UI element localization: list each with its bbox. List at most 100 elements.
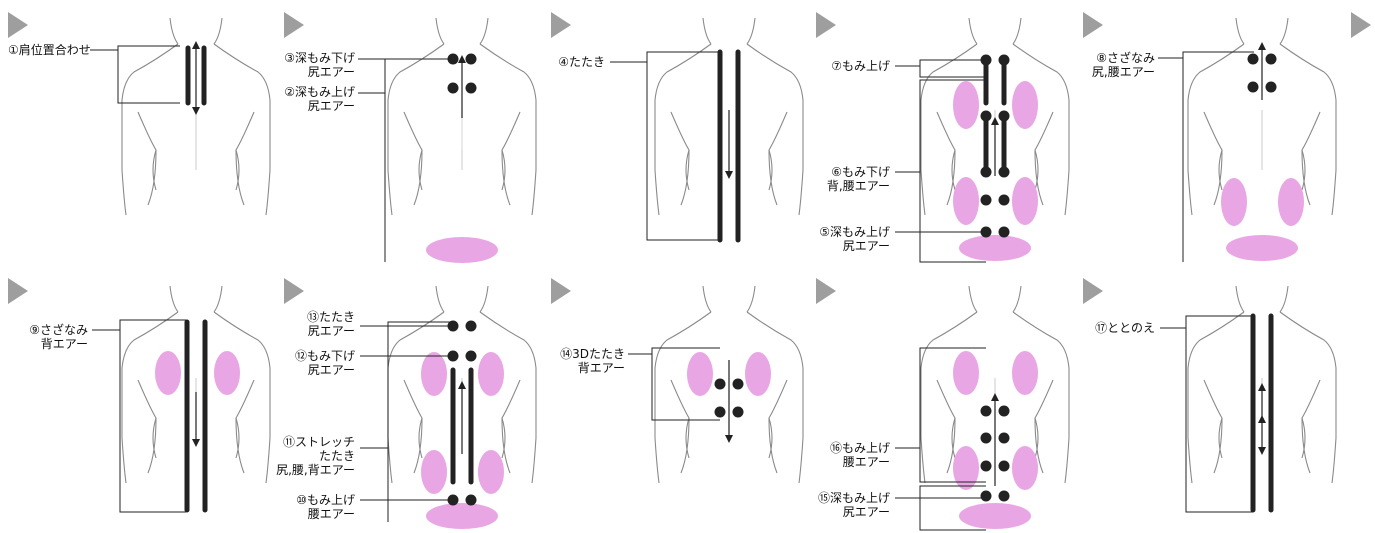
air-bag xyxy=(687,352,713,396)
arm-left-inner xyxy=(1203,379,1223,474)
neck-left-line xyxy=(169,285,179,313)
roller-ball xyxy=(998,166,1010,178)
step-arrow-icon xyxy=(284,278,304,304)
step-label-line: ④たたき xyxy=(558,55,605,69)
torso-right-outline xyxy=(746,43,804,216)
roller-ball xyxy=(980,166,992,178)
arm-right-inner xyxy=(768,111,788,206)
air-bag xyxy=(1012,351,1038,395)
neck-left-line xyxy=(968,17,978,45)
air-bag xyxy=(745,352,771,396)
torso-left-outline xyxy=(1187,311,1245,484)
air-bag xyxy=(953,351,979,395)
roller-ball xyxy=(447,320,459,332)
step-arrow-icon xyxy=(816,278,836,304)
step-label: ⑤深もみ上げ尻エアー xyxy=(819,225,890,253)
arm-left-inner xyxy=(403,111,423,206)
roller-ball xyxy=(465,494,477,506)
torso-left-outline xyxy=(387,43,445,216)
roller-ball xyxy=(998,460,1010,472)
step-label-line: ⑦もみ上げ xyxy=(831,59,890,73)
air-bag xyxy=(478,352,504,396)
arm-right-inner xyxy=(1034,379,1054,474)
roller-ball xyxy=(732,378,744,390)
air-bag xyxy=(1012,177,1038,225)
label-bracket xyxy=(387,321,452,522)
roller-ball xyxy=(980,460,992,472)
step-arrow-icon xyxy=(1351,12,1371,38)
step-arrow-icon xyxy=(8,278,28,304)
step-label: ⑨さざなみ背エアー xyxy=(29,322,88,351)
step-label-line: ⑨さざなみ xyxy=(29,322,88,337)
step-label-line: ⑮深もみ上げ xyxy=(818,491,890,505)
step-label-line: 尻エアー xyxy=(843,505,890,519)
torso-right-outline xyxy=(1279,311,1337,484)
step-arrow-layer xyxy=(8,12,1371,304)
arm-left-inner xyxy=(403,379,423,474)
roller-ball xyxy=(998,194,1010,206)
body-silhouette xyxy=(121,17,271,216)
body-silhouette xyxy=(387,285,537,484)
waist-left-line xyxy=(951,417,956,459)
waist-right-line xyxy=(1301,149,1306,191)
arm-left-inner xyxy=(670,379,690,474)
label-bracket xyxy=(646,51,720,241)
waist-right-line xyxy=(1034,417,1039,459)
step-label: ③深もみ下げ尻エアー xyxy=(284,51,355,79)
neck-right-line xyxy=(213,285,223,313)
air-bag xyxy=(214,351,240,395)
air-bag xyxy=(1221,178,1247,226)
air-bag xyxy=(953,81,979,129)
body-outline-layer xyxy=(121,17,1337,484)
label-bracket xyxy=(919,59,986,78)
step-label-line: ⑰ととのえ xyxy=(1095,321,1155,335)
step-label-line: ⑪ストレッチ xyxy=(283,435,355,449)
waist-right-line xyxy=(768,417,773,459)
step-label: ⑦もみ上げ xyxy=(831,59,890,73)
roller-ball xyxy=(447,494,459,506)
step-label-line: 腰エアー xyxy=(308,507,355,521)
neck-right-line xyxy=(479,285,489,313)
label-bracket xyxy=(651,347,720,421)
waist-right-line xyxy=(235,417,240,459)
roller-ball xyxy=(465,53,477,65)
waist-right-line xyxy=(501,149,506,191)
body-silhouette xyxy=(920,285,1070,484)
waist-left-line xyxy=(685,149,690,191)
arm-left-inner xyxy=(936,379,956,474)
arm-left-inner xyxy=(137,379,157,474)
roller-ball xyxy=(1265,53,1277,65)
roller-ball xyxy=(714,378,726,390)
neck-left-line xyxy=(435,285,445,313)
label-bracket xyxy=(919,485,986,531)
waist-left-line xyxy=(418,417,423,459)
torso-right-outline xyxy=(479,311,537,484)
air-bag xyxy=(421,352,447,396)
air-bag xyxy=(959,503,1031,529)
waist-right-line xyxy=(1301,417,1306,459)
step-label-line: 背エアー xyxy=(578,361,625,375)
waist-left-line xyxy=(152,149,157,191)
step-label-line: 尻,腰エアー xyxy=(1092,65,1155,79)
label-bracket xyxy=(384,58,452,262)
arm-right-inner xyxy=(1034,111,1054,206)
step-label-line: 尻エアー xyxy=(308,324,355,338)
waist-left-line xyxy=(418,149,423,191)
neck-left-line xyxy=(1235,17,1245,45)
waist-right-line xyxy=(768,149,773,191)
step-label-line: 尻エアー xyxy=(308,363,355,377)
neck-right-line xyxy=(746,285,756,313)
waist-left-line xyxy=(685,417,690,459)
roller-ball xyxy=(980,405,992,417)
air-bag xyxy=(421,450,447,494)
torso-right-outline xyxy=(213,311,271,484)
step-label: ⑰ととのえ xyxy=(1095,321,1155,335)
step-label-line: 背エアー xyxy=(41,337,88,351)
step-label-line: ⑩もみ上げ xyxy=(296,493,355,507)
torso-right-outline xyxy=(479,43,537,216)
step-arrow-icon xyxy=(1083,12,1103,38)
roller-ball xyxy=(714,406,726,418)
step-label-line: ⑭3Dたたき xyxy=(560,347,625,361)
step-label: ⑭3Dたたき背エアー xyxy=(560,347,625,375)
